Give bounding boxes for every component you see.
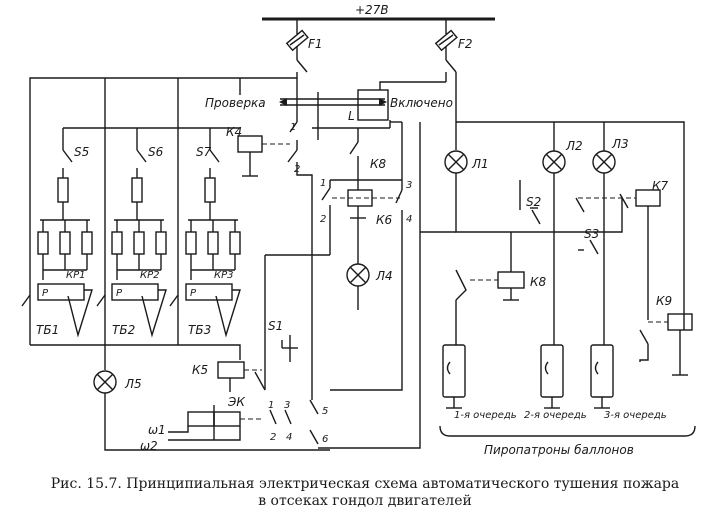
l4-label: Л4 — [375, 269, 393, 283]
k6-label: К6 — [376, 213, 393, 227]
s5-label: S5 — [74, 145, 89, 159]
queue-1-label: 1-я очередь — [454, 410, 517, 421]
svg-text:4: 4 — [406, 214, 412, 225]
queue-3-label: 3-я очередь — [604, 410, 667, 421]
coil-w1 — [187, 411, 215, 427]
k9-label: К9 — [656, 294, 672, 308]
tb2-label: ТБ2 — [112, 323, 135, 337]
k8-label: К8 — [530, 275, 547, 289]
caption-line-2: в отсеках гондол двигателей — [258, 493, 472, 509]
l1-label: Л1 — [471, 157, 489, 171]
sensor-group-3 — [169, 128, 241, 338]
k7-label: К7 — [652, 179, 669, 193]
switch-box — [357, 89, 389, 121]
fuse-f1-label: F1 — [308, 37, 323, 51]
tb3-label: ТБ3 — [188, 323, 211, 337]
l5-label: Л5 — [124, 377, 142, 391]
svg-text:P: P — [42, 288, 49, 299]
svg-text:5: 5 — [322, 406, 328, 417]
k5-label: К5 — [192, 363, 208, 377]
pyro-brace — [439, 425, 696, 437]
svg-text:P: P — [116, 288, 123, 299]
s1-label: S1 — [268, 319, 283, 333]
figure-caption: Рис. 15.7. Принципиальная электрическая … — [20, 476, 710, 510]
svg-text:2: 2 — [270, 432, 276, 443]
svg-text:2: 2 — [320, 214, 326, 225]
w1-label: ω1 — [148, 423, 166, 437]
pyro-cartridge-3 — [590, 344, 614, 409]
k4-label: К4 — [226, 125, 242, 139]
kr2-label: КР2 — [140, 270, 160, 281]
sensor-group-2 — [96, 128, 167, 338]
k8-contact — [349, 141, 359, 155]
lamp-l3 — [592, 150, 616, 174]
svg-text:1: 1 — [320, 178, 326, 189]
queue-2-label: 2-я очередь — [524, 410, 587, 421]
lamp-l2 — [542, 150, 566, 174]
fuse-f2 — [434, 19, 458, 73]
s3-label: S3 — [584, 227, 599, 241]
relay-k5 — [217, 361, 245, 379]
enabled-label: Включено — [390, 96, 453, 110]
bus-label: +27В — [355, 3, 389, 17]
relay-k8 — [497, 271, 525, 289]
fire-extinguishing-schematic: +27В F1 F2 Проверка Включено L К4 1 — [21, 3, 696, 457]
switch-l-label: L — [348, 109, 355, 123]
l3-label: Л3 — [611, 137, 629, 151]
pyro-cartridge-1 — [442, 344, 466, 409]
svg-text:4: 4 — [286, 432, 292, 443]
pyro-cartridge-2 — [540, 344, 564, 409]
fuse-f2-label: F2 — [458, 37, 473, 51]
sensor-group-1 — [21, 128, 93, 338]
pyro-label: Пиропатроны баллонов — [484, 443, 634, 457]
svg-text:1: 1 — [268, 400, 274, 411]
l2-label: Л2 — [565, 139, 583, 153]
test-label: Проверка — [205, 96, 266, 110]
kr1-label: КР1 — [66, 270, 86, 281]
tb1-label: ТБ1 — [36, 323, 59, 337]
ek-label: ЭК — [227, 395, 245, 409]
relay-k9 — [667, 313, 693, 331]
caption-line-1: Рис. 15.7. Принципиальная электрическая … — [50, 476, 680, 492]
k8-contact-label: К8 — [370, 157, 387, 171]
svg-text:1: 1 — [290, 122, 296, 133]
svg-text:6: 6 — [322, 434, 328, 445]
kr3-label: КР3 — [214, 270, 234, 281]
svg-text:3: 3 — [284, 400, 290, 411]
w2-label: ω2 — [140, 439, 158, 453]
s6-label: S6 — [148, 145, 164, 159]
arrow-left-icon — [279, 98, 287, 106]
left-bus-wire — [29, 72, 298, 345]
s7-label: S7 — [196, 145, 212, 159]
s2-label: S2 — [526, 195, 541, 209]
arrow-right-icon — [379, 98, 387, 106]
svg-text:3: 3 — [406, 180, 412, 191]
fuse-f1 — [285, 19, 309, 73]
svg-text:P: P — [190, 288, 197, 299]
